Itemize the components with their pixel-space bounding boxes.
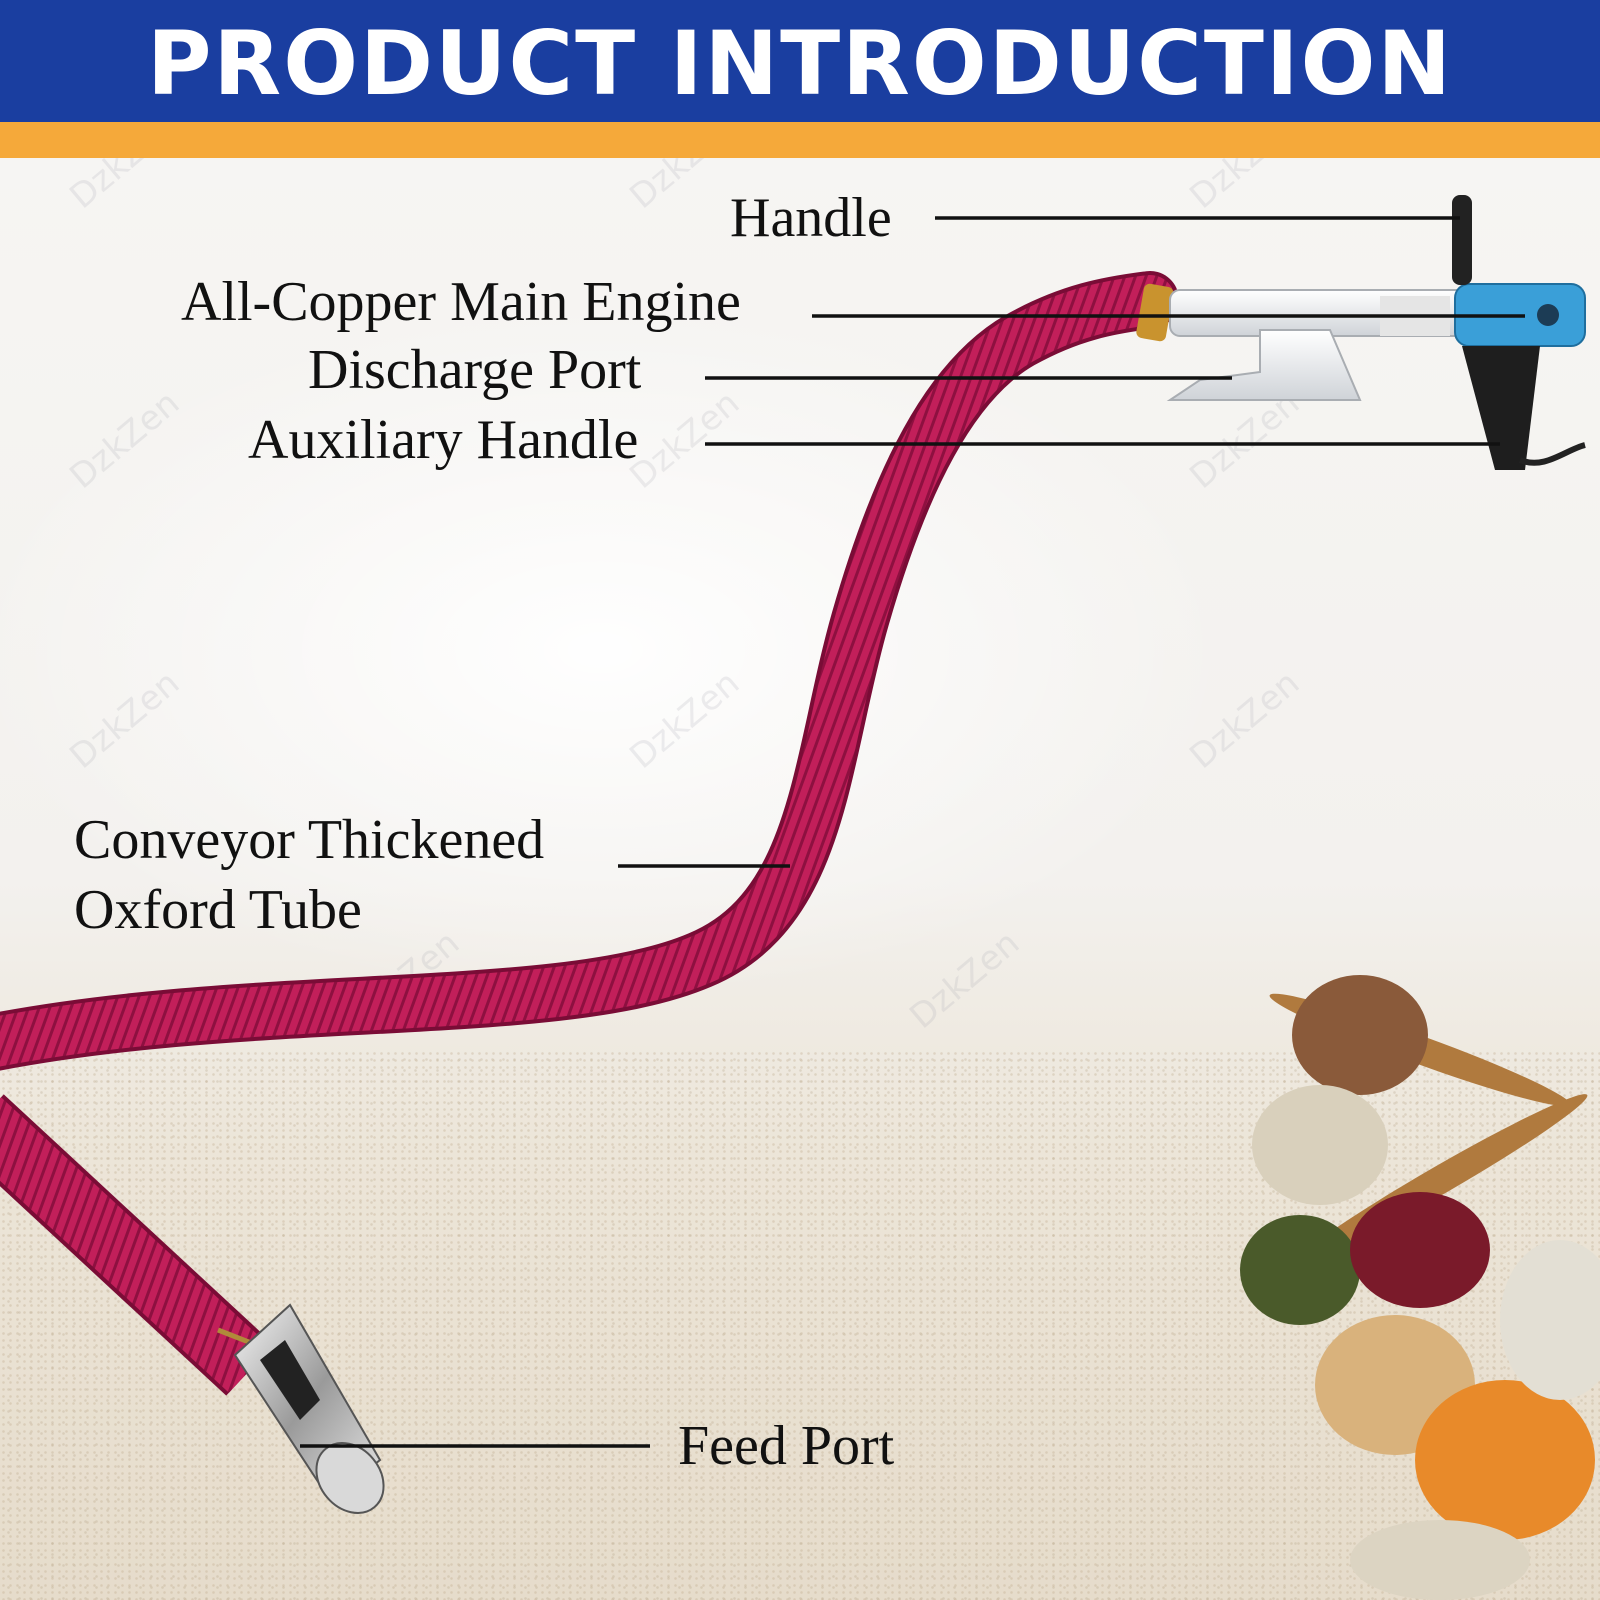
tube-label-line1: Conveyor Thickened bbox=[74, 809, 545, 871]
leader-lines bbox=[300, 216, 1525, 1448]
header-bar bbox=[0, 0, 1600, 122]
auxiliary-handle-label: Auxiliary Handle bbox=[248, 409, 639, 471]
tube-label-line2: Oxford Tube bbox=[74, 879, 362, 941]
main-engine-label: All-Copper Main Engine bbox=[181, 271, 741, 333]
main-engine bbox=[1166, 195, 1586, 470]
grain-spoons bbox=[1240, 975, 1600, 1600]
handle-label: Handle bbox=[730, 187, 892, 249]
header-stripe bbox=[0, 122, 1600, 158]
discharge-port-label: Discharge Port bbox=[308, 339, 642, 401]
page-title: PRODUCT INTRODUCTION bbox=[146, 12, 1454, 115]
feed-port-label: Feed Port bbox=[678, 1415, 895, 1477]
feed-port-nozzle bbox=[233, 1303, 385, 1514]
